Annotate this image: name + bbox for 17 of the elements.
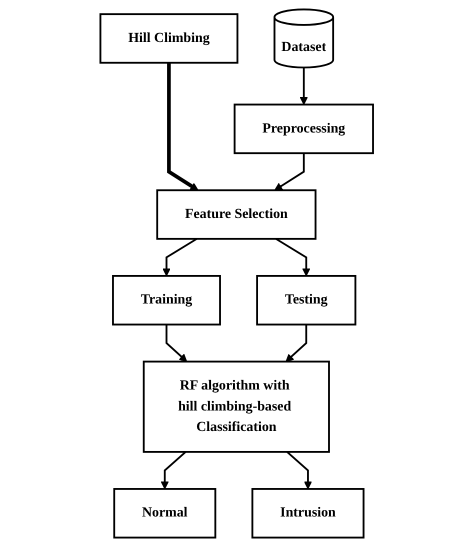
arrow: [276, 238, 311, 276]
node-box: Hill Climbing: [100, 13, 239, 64]
arrow: [286, 451, 312, 490]
arrow: [162, 238, 198, 276]
arrow: [274, 153, 306, 191]
arrow: [167, 62, 199, 191]
node-box: Normal: [114, 488, 217, 539]
node-box: Training: [112, 274, 222, 326]
arrow: [160, 451, 186, 490]
arrow: [166, 324, 188, 362]
node-box: Intrusion: [252, 488, 365, 539]
node-box: Feature Selection: [156, 189, 317, 240]
node-box: Preprocessing: [234, 104, 374, 154]
arrow: [300, 68, 308, 105]
node-box: Testing: [256, 274, 357, 326]
arrow: [286, 324, 308, 362]
node-box: RF algorithm with hill climbing-based Classification: [143, 360, 330, 453]
